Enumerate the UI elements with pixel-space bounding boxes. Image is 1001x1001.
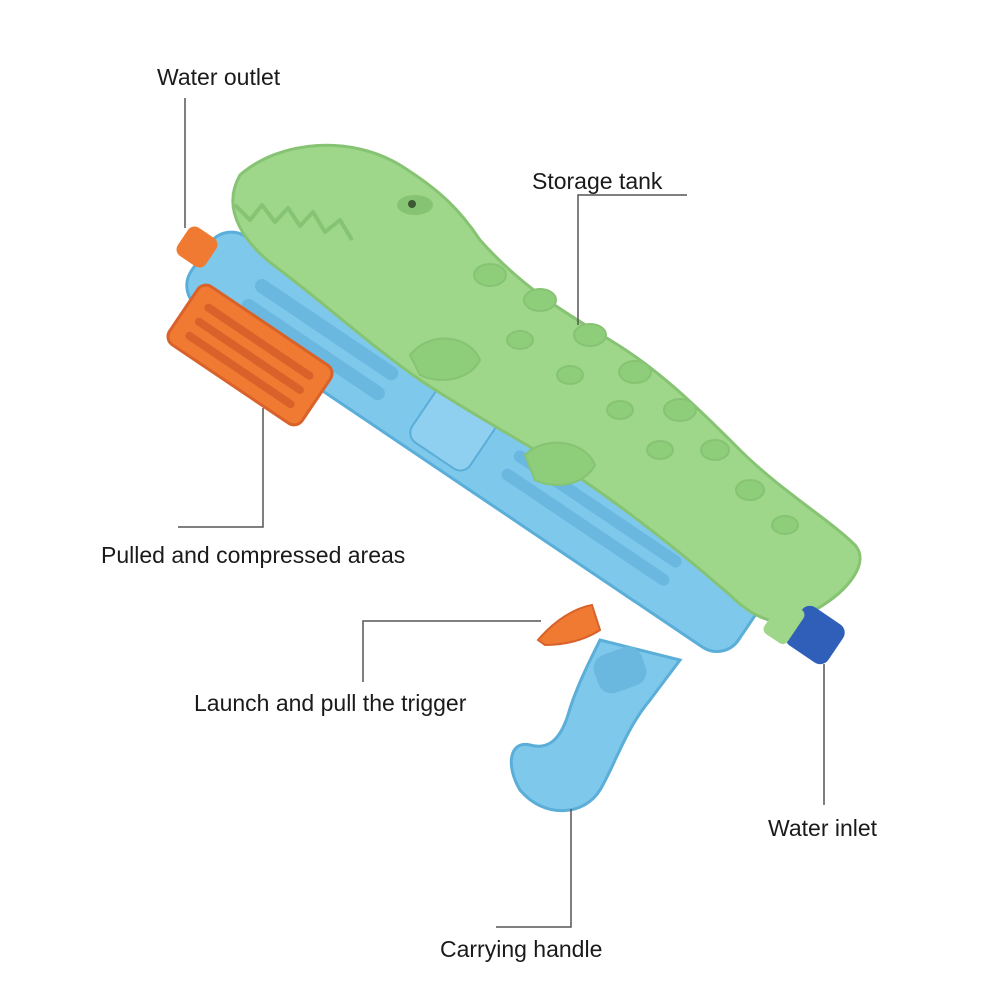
label-trigger: Launch and pull the trigger <box>194 690 467 716</box>
label-water-outlet: Water outlet <box>157 64 281 90</box>
orange-accents <box>166 226 602 647</box>
water-outlet-nozzle <box>176 226 218 268</box>
leader-storage-tank <box>577 194 687 325</box>
leader-pulled-areas <box>178 408 264 528</box>
storage-tank-crocodile <box>231 143 862 624</box>
label-pulled-areas: Pulled and compressed areas <box>101 542 406 568</box>
gun-body <box>185 230 763 813</box>
leader-carrying-handle <box>496 809 572 928</box>
label-storage-tank: Storage tank <box>532 168 663 194</box>
leader-lines <box>178 98 825 928</box>
trigger-shape <box>536 603 602 647</box>
label-carrying-handle: Carrying handle <box>440 936 603 962</box>
water-inlet-cap <box>763 599 845 665</box>
label-water-inlet: Water inlet <box>768 815 878 841</box>
leader-trigger <box>362 620 541 682</box>
